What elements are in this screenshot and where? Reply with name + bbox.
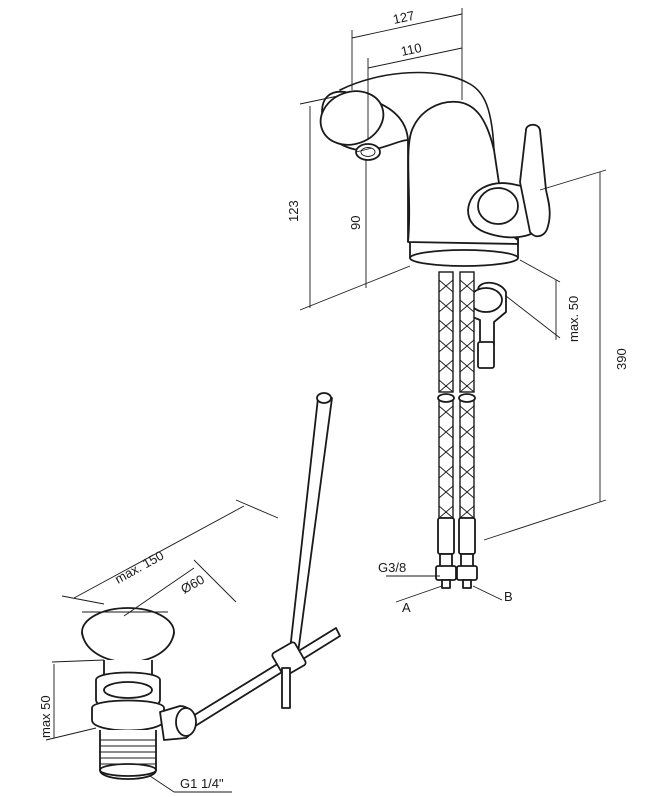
label-thread-g38: G3/8: [378, 560, 406, 575]
label-waste-thread: G1 1/4": [180, 776, 224, 791]
dim-waste-max-length: max. 150: [112, 548, 166, 587]
dim-spout-total-height: 123: [286, 200, 301, 222]
dim-hose-length: 390: [614, 348, 629, 370]
popup-waste: [81, 392, 341, 780]
dim-max-deck-thickness: max. 50: [566, 296, 581, 342]
flex-hoses: [435, 271, 478, 589]
dim-spout-reach: 110: [400, 40, 423, 59]
label-hose-b: B: [504, 589, 513, 604]
dim-spout-outlet-height: 90: [348, 216, 363, 230]
label-hose-a: A: [402, 600, 411, 615]
faucet-dimensions: 127 110 123 90 max. 50 390 G3/8 A B: [286, 8, 629, 615]
dim-max-deck-thickness-waste: max 50: [38, 695, 53, 738]
dim-overall-reach: 127: [392, 8, 416, 27]
